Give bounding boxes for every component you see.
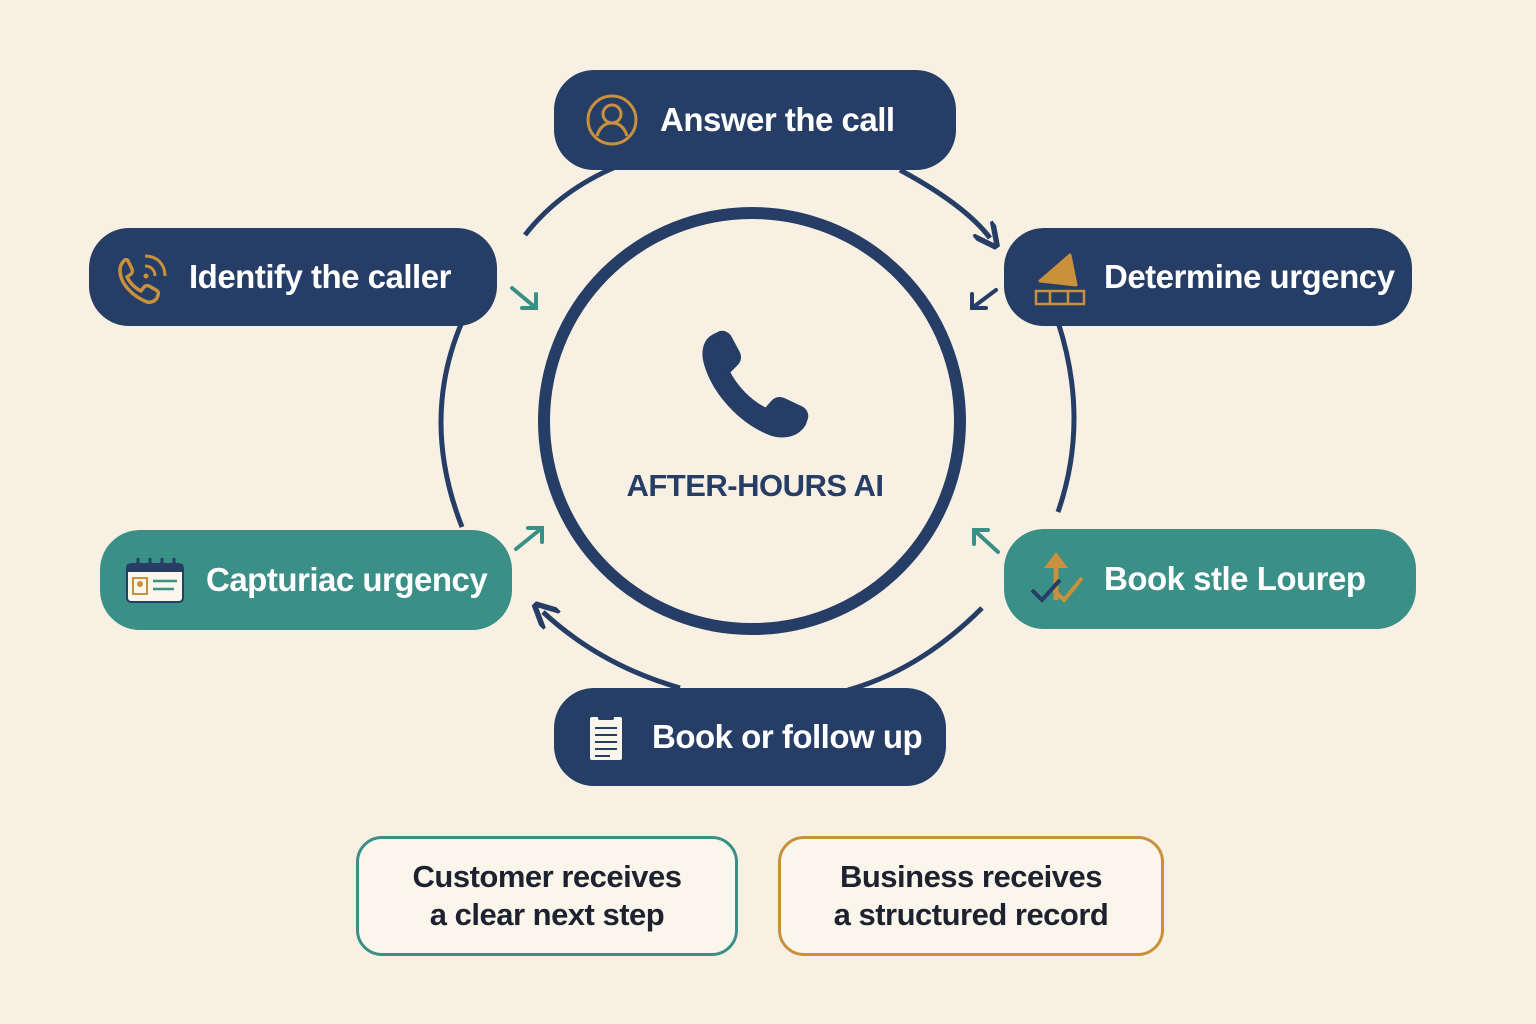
step-label: Book or follow up	[652, 718, 923, 755]
clipboard-icon	[586, 710, 626, 764]
outcome-line: a clear next step	[429, 897, 665, 932]
phone-ringing-icon	[115, 248, 169, 306]
center-ring	[538, 207, 966, 635]
step-label: Identify the caller	[189, 258, 451, 295]
step-answer-the-call[interactable]: Answer the call	[554, 70, 956, 170]
inward-arrow-right-top	[970, 288, 998, 310]
step-book-stle-lourep[interactable]: Book stle Lourep	[1004, 529, 1416, 629]
warning-icon	[1032, 247, 1088, 307]
outcome-business: Business receives a structured record	[778, 836, 1164, 956]
person-icon	[584, 92, 640, 148]
cycle-arc-left	[438, 321, 465, 528]
step-label: Determine urgency	[1104, 258, 1395, 295]
inward-arrow-right-bottom	[972, 528, 1000, 554]
cycle-arc-bottom-left	[543, 612, 681, 691]
checkmark-arrow-icon	[1028, 548, 1088, 610]
step-label: Book stle Lourep	[1104, 560, 1366, 597]
outcome-line: Business receives	[839, 859, 1103, 894]
step-identify-the-caller[interactable]: Identify the caller	[89, 228, 497, 326]
outcome-line: Customer receives	[412, 859, 682, 894]
phone-icon	[702, 330, 809, 438]
cycle-arc-top-left	[523, 163, 619, 237]
cycle-arc-bottom-right	[847, 606, 984, 693]
calendar-card-icon	[124, 554, 186, 606]
center-label: AFTER-HOURS AI	[626, 468, 884, 503]
outcome-line: a structured record	[833, 897, 1109, 932]
inward-arrow-left-top	[510, 286, 538, 310]
step-capturiac-urgency[interactable]: Capturiac urgency	[100, 530, 512, 630]
cycle-arc-right	[1055, 321, 1077, 513]
step-determine-urgency[interactable]: Determine urgency	[1004, 228, 1412, 326]
cycle-arc-top-right	[898, 167, 990, 238]
step-label: Capturiac urgency	[206, 561, 488, 598]
outcome-customer: Customer receives a clear next step	[356, 836, 738, 956]
step-label: Answer the call	[660, 101, 895, 138]
inward-arrow-left-bottom	[514, 526, 544, 551]
step-book-or-follow-up[interactable]: Book or follow up	[554, 688, 946, 786]
